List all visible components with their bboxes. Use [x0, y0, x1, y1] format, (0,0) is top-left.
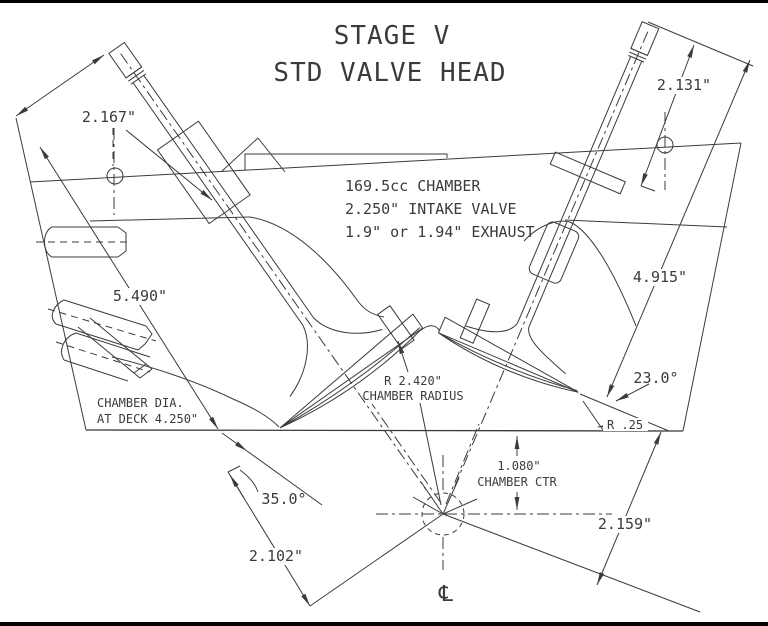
dim-diag-right	[606, 59, 751, 398]
leader-chamber-radius	[397, 340, 442, 506]
exhaust-seat-insert	[459, 298, 491, 344]
exhaust-fillet	[466, 322, 566, 375]
label-chamber-dia-line2: AT DECK 4.250"	[97, 412, 198, 426]
title-line1: STAGE V	[334, 21, 451, 51]
dowel-hole-right	[656, 112, 674, 190]
dim-label-seat-angle: 23.0°	[633, 369, 678, 387]
dim-label-valve-angle: 35.0°	[261, 490, 306, 508]
intake-fillet	[289, 317, 383, 397]
note-exhaust-valve: 1.9" or 1.94" EXHAUST	[345, 223, 535, 241]
dim-exhaust-depth	[596, 431, 662, 586]
label-chamber-radius-text: CHAMBER RADIUS	[362, 389, 463, 403]
deck-fillet-arc	[582, 400, 604, 431]
rocker-boss-lines	[221, 137, 286, 173]
dim-intake-depth	[221, 432, 323, 607]
exhaust-pocket-line	[579, 393, 670, 432]
note-chamber-volume: 169.5cc CHAMBER	[345, 177, 481, 195]
dim-label-intake-depth: 2.102"	[249, 547, 303, 565]
exhaust-axis-centerline	[454, 31, 649, 487]
intake-axis-centerline	[120, 53, 427, 490]
exhaust-stem	[517, 56, 643, 328]
dim-label-exhaust-depth: 2.159"	[598, 515, 652, 533]
label-chamber-ctr-text: CHAMBER CTR	[477, 475, 557, 489]
leader-seat-angle	[615, 383, 650, 402]
intake-disc	[279, 313, 424, 429]
exhaust-disc	[437, 316, 579, 393]
border-bottom	[0, 622, 768, 626]
label-chamber-ctr-value: 1.080"	[497, 459, 540, 473]
chamber-roof-segment	[420, 325, 441, 332]
border-top	[0, 0, 768, 3]
dim-label-diag-left: 5.490"	[113, 287, 167, 305]
label-chamber-radius-value: R 2.420"	[384, 374, 442, 388]
dim-label-diag-right: 4.915"	[633, 268, 687, 286]
chamber-center-mark	[309, 403, 701, 613]
dim-label-fillet-radius: R .25	[607, 418, 643, 432]
dowel-hole-left	[106, 128, 124, 215]
title-line2: STD VALVE HEAD	[273, 58, 506, 88]
note-intake-valve: 2.250" INTAKE VALVE	[345, 200, 517, 218]
centerline-symbol: ℄	[438, 582, 454, 607]
exhaust-face	[438, 332, 579, 393]
intake-seat-insert	[376, 305, 415, 350]
dim-label-intake-tip: 2.167"	[82, 108, 136, 126]
label-chamber-dia-line1: CHAMBER DIA.	[97, 396, 184, 410]
dim-label-exhaust-tip: 2.131"	[657, 76, 711, 94]
